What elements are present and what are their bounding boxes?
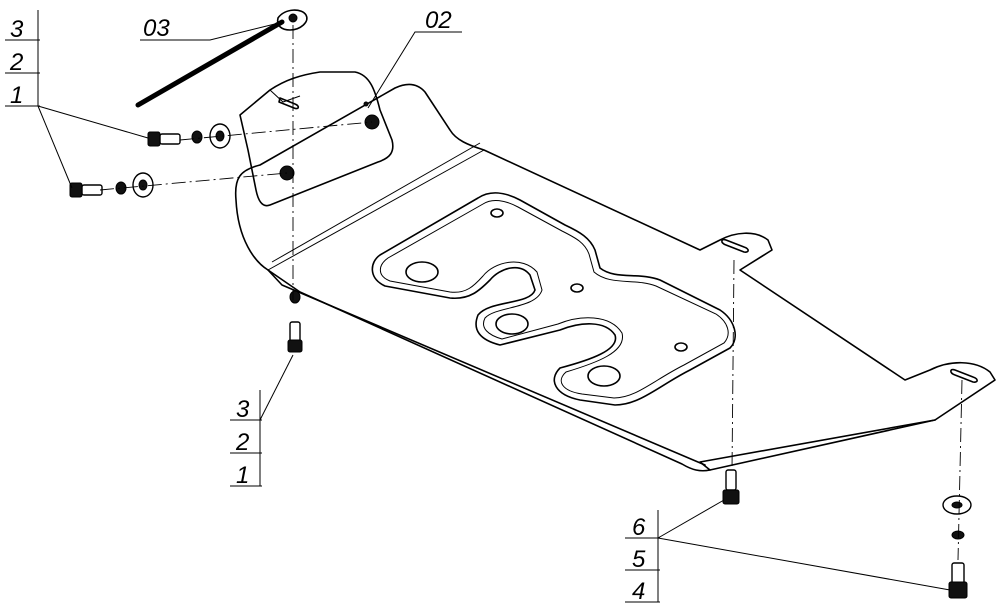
skid-plate xyxy=(234,83,996,472)
center-lines xyxy=(99,25,963,561)
label-right-4: 4 xyxy=(632,578,645,605)
leader-lines xyxy=(5,10,951,603)
label-mid-3: 3 xyxy=(236,396,250,423)
label-02: 02 xyxy=(425,7,452,34)
callout-labels: 03 02 3 2 1 3 2 1 6 5 4 xyxy=(9,7,646,605)
fastener-bottom-right-a xyxy=(722,469,740,505)
long-bolt xyxy=(135,9,308,108)
label-right-5: 5 xyxy=(632,546,646,573)
front-bracket xyxy=(239,71,394,207)
label-left-2: 2 xyxy=(9,49,23,76)
fastener-bottom-right-b xyxy=(942,495,972,599)
fastener-set-upper xyxy=(147,123,231,149)
label-left-1: 1 xyxy=(10,82,23,109)
label-left-3: 3 xyxy=(10,16,24,43)
label-mid-2: 2 xyxy=(235,429,249,456)
label-right-6: 6 xyxy=(632,514,646,541)
label-mid-1: 1 xyxy=(236,462,249,489)
fastener-set-lower xyxy=(69,172,154,198)
label-03: 03 xyxy=(143,15,170,42)
fastener-bottom-middle xyxy=(287,290,303,353)
